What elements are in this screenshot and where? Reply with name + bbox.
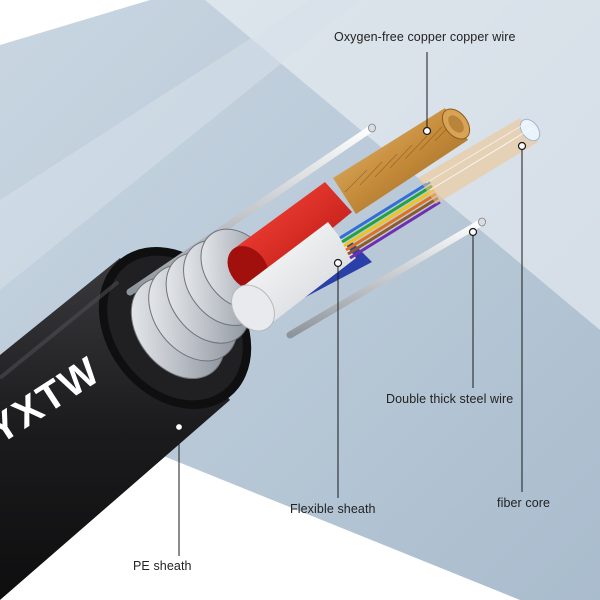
flex-leader-dot (333, 258, 343, 268)
fiber-leader-dot (517, 141, 527, 151)
callout-pe-label: PE sheath (133, 559, 192, 573)
callout-copper-label: Oxygen-free copper copper wire (334, 30, 516, 44)
white-insulation (231, 222, 356, 332)
leader-lines (174, 52, 527, 556)
callout-fiber-label: fiber core (497, 496, 551, 510)
steel-leader-dot (468, 227, 478, 237)
copper-leader-dot (422, 126, 432, 136)
pe-leader-dot (174, 422, 184, 432)
steel-wire-upper (126, 123, 376, 296)
copper-conductor (333, 108, 471, 214)
callout-steel-label: Double thick steel wire (386, 392, 514, 406)
steel-wire-lower (286, 217, 486, 339)
fiber-bundle (339, 180, 441, 260)
fiber-core (418, 118, 541, 204)
callout-flex-label: Flexible sheath (290, 502, 376, 516)
